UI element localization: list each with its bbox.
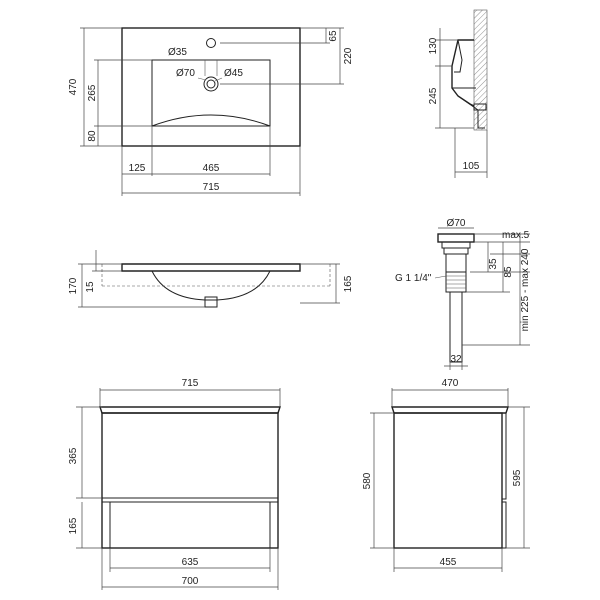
dim-580-label: 580 [362,472,373,489]
drain-inner [206,79,216,89]
cabinet-side-view: 470 580 595 455 [362,378,530,572]
dim-d45-label: Ø45 [224,68,243,79]
dim-15-label: 15 [85,281,96,293]
dim-470-cab-label: 470 [442,378,459,389]
dim-265-label: 265 [87,84,98,101]
dim-d35-label: Ø35 [168,47,187,58]
dim-165-cab-label: 165 [68,517,79,534]
wall-section-view: 130 245 105 [428,9,488,178]
dim-220-label: 220 [343,47,354,64]
dim-105-label: 105 [463,161,480,172]
top-view: 65 220 470 265 80 Ø35 Ø70 Ø45 125 465 71… [68,27,354,196]
dim-465-label: 465 [203,163,220,174]
dim-d70-fitting-label: Ø70 [447,218,466,229]
dim-32-label: 32 [450,354,462,365]
dim-470-label: 470 [68,78,79,95]
dim-700-label: 700 [182,576,199,587]
drain-fitting-view: Ø70 max.5 35 85 min 225 - max 240 G 1 1/… [395,218,531,370]
dim-80-label: 80 [87,130,98,142]
dim-130-label: 130 [428,37,439,54]
dim-125-label: 125 [129,163,146,174]
dim-max5-label: max.5 [502,230,530,241]
dim-595-label: 595 [512,469,523,486]
dim-715-cab-label: 715 [182,378,199,389]
dim-thread-label: G 1 1/4" [395,273,432,284]
faucet-hole [206,38,216,48]
dim-635-label: 635 [182,557,199,568]
dim-65-label: 65 [328,30,339,42]
dim-35-label: 35 [488,258,499,270]
dim-165-label: 165 [343,275,354,292]
drain-outer [203,76,219,92]
dim-455-label: 455 [440,557,457,568]
dim-365-label: 365 [68,447,79,464]
dim-d70-label: Ø70 [176,68,195,79]
dim-170-label: 170 [68,277,79,294]
basin-front-section: 170 15 165 [68,250,354,308]
dim-245-label: 245 [428,87,439,104]
dim-715-label: 715 [203,182,220,193]
dim-85-label: 85 [503,266,514,278]
cabinet-front-view: 715 365 165 635 700 [68,378,281,590]
dim-minmax-label: min 225 - max 240 [520,248,531,331]
